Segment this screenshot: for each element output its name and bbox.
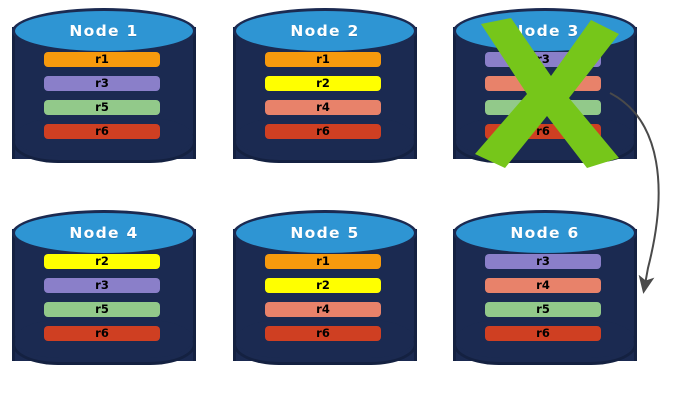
cylinder-top-cap: Node 6 bbox=[453, 210, 637, 256]
node-title: Node 3 bbox=[510, 22, 580, 40]
cylinder-top-cap: Node 2 bbox=[233, 8, 417, 54]
replica-bar[interactable]: r6 bbox=[265, 124, 381, 139]
replica-bar[interactable]: r2 bbox=[44, 254, 160, 269]
replica-bar[interactable]: r2 bbox=[265, 278, 381, 293]
replica-label: r6 bbox=[536, 123, 550, 138]
replica-bar[interactable]: r3 bbox=[485, 254, 601, 269]
replica-label: r4 bbox=[316, 99, 330, 114]
node-title: Node 6 bbox=[510, 224, 580, 242]
replica-bar[interactable]: r1 bbox=[44, 52, 160, 67]
replica-list: r2 r3 r5 r6 bbox=[44, 254, 164, 350]
replica-list: r1 r3 r5 r6 bbox=[44, 52, 164, 148]
replica-label: r3 bbox=[95, 277, 109, 292]
failure-x-icon bbox=[475, 18, 619, 168]
replica-label: r4 bbox=[536, 277, 550, 292]
replica-bar[interactable]: r5 bbox=[485, 302, 601, 317]
replica-label: r5 bbox=[536, 301, 550, 316]
replica-label: r5 bbox=[95, 301, 109, 316]
replica-label: r6 bbox=[95, 325, 109, 340]
replica-bar[interactable]: r1 bbox=[265, 254, 381, 269]
replica-bar[interactable]: r2 bbox=[265, 76, 381, 91]
replica-bar[interactable]: r5 bbox=[44, 100, 160, 115]
replica-label: r1 bbox=[316, 253, 330, 268]
replica-bar[interactable]: r4 bbox=[265, 302, 381, 317]
replica-label: r6 bbox=[95, 123, 109, 138]
replica-bar[interactable]: r6 bbox=[44, 326, 160, 341]
node-title: Node 1 bbox=[69, 22, 139, 40]
replica-label: r1 bbox=[95, 51, 109, 66]
node-1[interactable]: Node 1 r1 r3 r5 r6 bbox=[12, 8, 196, 178]
replica-list: r1 r2 r4 r6 bbox=[265, 52, 385, 148]
replica-label: r2 bbox=[316, 75, 330, 90]
replica-bar[interactable]: r5 bbox=[44, 302, 160, 317]
replica-bar[interactable]: r4 bbox=[485, 278, 601, 293]
cylinder-top-cap: Node 1 bbox=[12, 8, 196, 54]
replica-label: r3 bbox=[536, 253, 550, 268]
replica-label: r5 bbox=[95, 99, 109, 114]
replica-label: r3 bbox=[95, 75, 109, 90]
replica-label: r2 bbox=[316, 277, 330, 292]
replica-label: r6 bbox=[536, 325, 550, 340]
node-title: Node 5 bbox=[290, 224, 360, 242]
node-4[interactable]: Node 4 r2 r3 r5 r6 bbox=[12, 210, 196, 380]
replica-bar[interactable]: r3 bbox=[44, 76, 160, 91]
cylinder-top-cap: Node 5 bbox=[233, 210, 417, 256]
replica-bar[interactable]: r6 bbox=[265, 326, 381, 341]
replica-bar[interactable]: r4 bbox=[265, 100, 381, 115]
replica-label: r6 bbox=[316, 123, 330, 138]
node-2[interactable]: Node 2 r1 r2 r4 r6 bbox=[233, 8, 417, 178]
node-6[interactable]: Node 6 r3 r4 r5 r6 bbox=[453, 210, 637, 380]
node-3[interactable]: Node 3 r3 r4 r5 r6 bbox=[453, 8, 637, 178]
replica-label: r2 bbox=[95, 253, 109, 268]
replica-list: r3 r4 r5 r6 bbox=[485, 254, 605, 350]
replica-label: r6 bbox=[316, 325, 330, 340]
node-title: Node 2 bbox=[290, 22, 360, 40]
node-title: Node 4 bbox=[69, 224, 139, 242]
replica-bar[interactable]: r6 bbox=[485, 326, 601, 341]
replica-label: r3 bbox=[536, 51, 550, 66]
replica-bar[interactable]: r6 bbox=[44, 124, 160, 139]
cylinder-top-cap: Node 4 bbox=[12, 210, 196, 256]
replica-bar[interactable]: r1 bbox=[265, 52, 381, 67]
node-5[interactable]: Node 5 r1 r2 r4 r6 bbox=[233, 210, 417, 380]
replica-list: r1 r2 r4 r6 bbox=[265, 254, 385, 350]
replica-label: r4 bbox=[316, 301, 330, 316]
replica-label: r1 bbox=[316, 51, 330, 66]
replica-bar[interactable]: r3 bbox=[44, 278, 160, 293]
